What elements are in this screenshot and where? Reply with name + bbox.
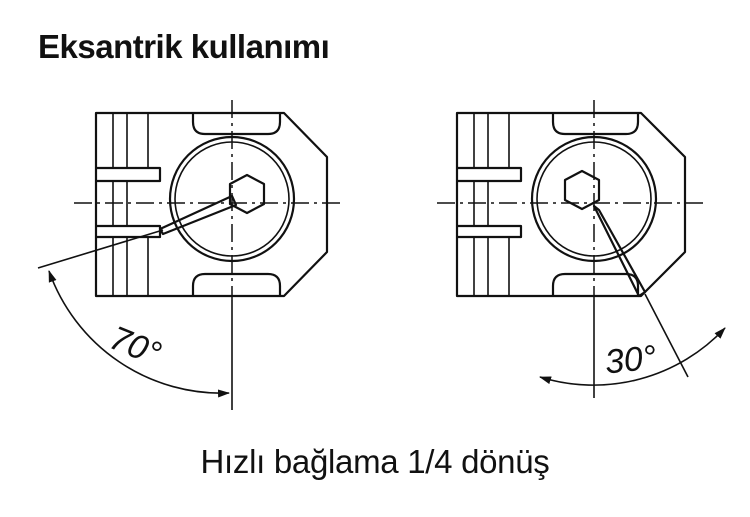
slot-upper bbox=[96, 166, 162, 183]
pointer-lever bbox=[592, 204, 647, 298]
angle-arc-right bbox=[539, 327, 726, 386]
eccentric-figure-left: 70° bbox=[37, 100, 343, 410]
bottom-notch bbox=[191, 272, 282, 296]
slot-lower bbox=[96, 224, 162, 239]
slot-lower bbox=[457, 224, 523, 239]
pointer-lever bbox=[158, 194, 238, 236]
diagram-caption: Hızlı bağlama 1/4 dönüş bbox=[200, 443, 550, 480]
angle-arc-left bbox=[48, 270, 230, 398]
bottom-notch bbox=[551, 272, 640, 296]
hex-socket bbox=[228, 173, 266, 215]
angle-label-right: 30° bbox=[603, 338, 658, 381]
hex-socket bbox=[563, 169, 601, 211]
angle-label-left: 70° bbox=[104, 319, 166, 373]
top-notch bbox=[551, 113, 640, 136]
top-notch bbox=[191, 113, 282, 136]
clamp-body-outline bbox=[455, 111, 687, 298]
page-title: Eksantrik kullanımı bbox=[38, 28, 330, 65]
slot-upper bbox=[457, 166, 523, 183]
eccentric-figure-right: 30° bbox=[437, 100, 726, 398]
